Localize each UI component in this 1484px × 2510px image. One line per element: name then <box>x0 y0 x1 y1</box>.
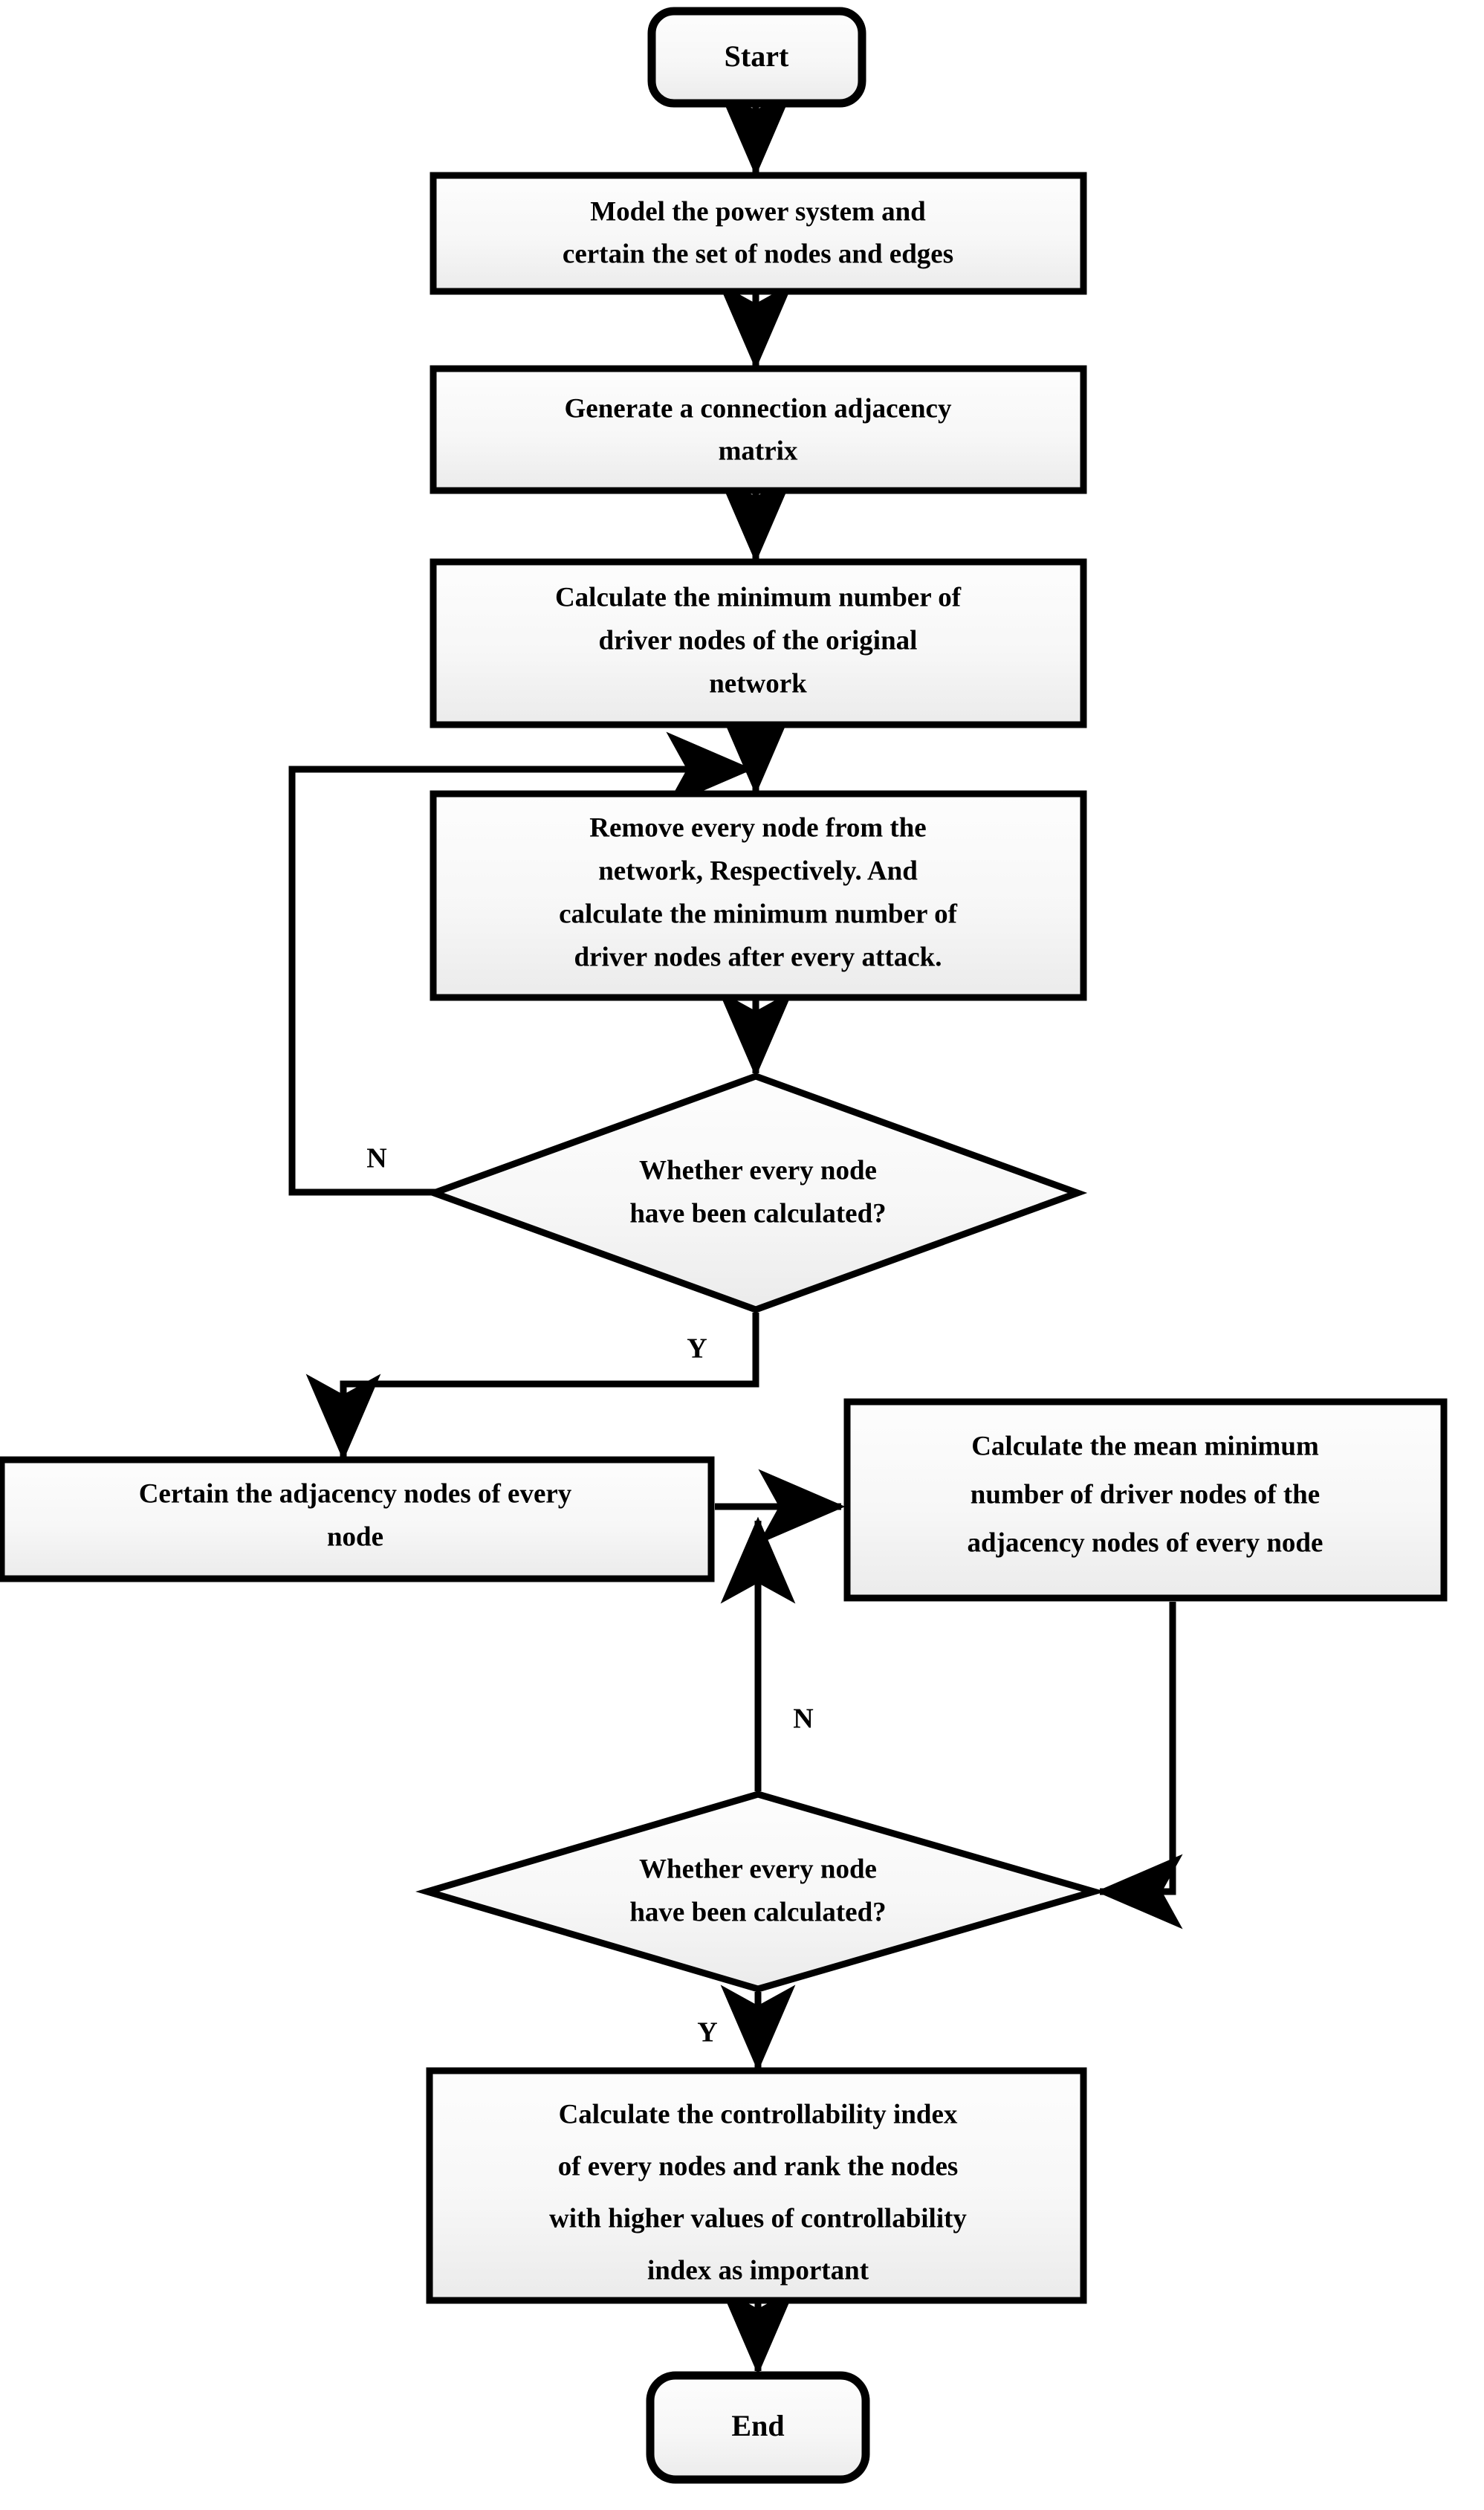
node-calc-min-driver-original-line-1: Calculate the minimum number of <box>555 582 962 612</box>
node-generate-matrix-line-2: matrix <box>719 436 798 466</box>
node-calc-mean-min-driver-line-1: Calculate the mean minimum <box>971 1431 1319 1461</box>
connector-decision-one-no-feedback <box>288 731 754 1196</box>
node-certain-adjacency-nodes-line-1: Certain the adjacency nodes of every <box>139 1478 572 1509</box>
node-decision-two-line-1: Whether every node <box>639 1854 877 1884</box>
connector-decision-one-yes-to-certain <box>305 1313 759 1461</box>
node-decision-two[interactable] <box>415 1791 1106 1993</box>
node-calc-min-driver-original[interactable] <box>430 558 1087 728</box>
node-remove-every-node-line-2: network, Respectively. And <box>598 855 918 886</box>
node-decision-two-line-2: have been calculated? <box>629 1897 886 1927</box>
node-calc-min-driver-original-line-3: network <box>709 668 807 699</box>
node-remove-every-node-line-4: driver nodes after every attack. <box>574 942 942 972</box>
node-generate-matrix-line-1: Generate a connection adjacency <box>565 393 952 424</box>
node-calc-controllability-index-line-2: of every nodes and rank the nodes <box>558 2151 959 2181</box>
node-decision-one[interactable] <box>424 1073 1088 1313</box>
branch-label-decision-one-yes: Y <box>687 1333 707 1365</box>
node-remove-every-node-line-3: calculate the minimum number of <box>559 899 957 929</box>
branch-label-decision-two-no: N <box>793 1704 813 1735</box>
node-model-power-system[interactable] <box>430 172 1087 295</box>
node-end-label: End <box>731 2409 784 2442</box>
branch-label-decision-two-yes: Y <box>697 2017 717 2048</box>
node-calc-mean-min-driver[interactable] <box>843 1398 1448 1602</box>
node-remove-every-node[interactable] <box>430 790 1087 1001</box>
node-calc-controllability-index-line-3: with higher values of controllability <box>549 2203 967 2234</box>
branch-label-decision-one-no: N <box>366 1143 386 1174</box>
node-calc-mean-min-driver-line-3: adjacency nodes of every node <box>968 1527 1323 1558</box>
node-remove-every-node-line-1: Remove every node from the <box>589 812 926 843</box>
node-calc-min-driver-original-line-2: driver nodes of the original <box>599 625 918 656</box>
node-calc-controllability-index[interactable] <box>426 2067 1087 2304</box>
node-certain-adjacency-nodes-line-2: node <box>327 1521 383 1552</box>
node-generate-matrix[interactable] <box>430 365 1087 494</box>
node-model-power-system-line-2: certain the set of nodes and edges <box>563 239 953 269</box>
node-calc-controllability-index-line-1: Calculate the controllability index <box>559 2099 958 2129</box>
node-model-power-system-line-1: Model the power system and <box>590 196 926 227</box>
node-calc-controllability-index-line-4: index as important <box>647 2255 869 2286</box>
node-start-label: Start <box>725 39 789 73</box>
connector-calcmean-to-decision-two <box>1095 1602 1183 1930</box>
node-certain-adjacency-nodes[interactable] <box>0 1456 715 1582</box>
node-decision-one-line-2: have been calculated? <box>629 1198 886 1229</box>
node-decision-one-line-1: Whether every node <box>639 1155 877 1186</box>
node-calc-mean-min-driver-line-2: number of driver nodes of the <box>971 1479 1320 1510</box>
node-end[interactable] <box>646 2371 870 2484</box>
node-start[interactable] <box>647 7 866 108</box>
